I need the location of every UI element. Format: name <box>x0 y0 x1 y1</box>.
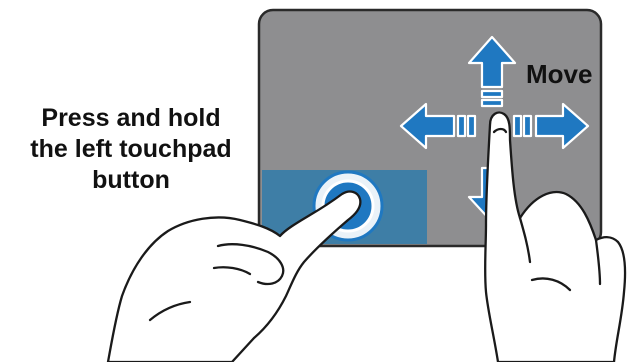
instruction-line-1: Press and hold <box>41 104 221 132</box>
left-hand-pointing-icon <box>106 190 362 362</box>
arrow-right-icon <box>534 102 590 150</box>
instruction-line-2: the left touchpad <box>30 135 232 163</box>
instruction-line-3: button <box>92 166 170 194</box>
arrow-left-dash-1 <box>456 114 467 138</box>
arrow-right-dash-2 <box>512 114 523 138</box>
arrow-left-icon <box>399 102 456 150</box>
move-gesture-label: Move <box>526 59 593 89</box>
right-hand-pointing-icon <box>483 111 627 362</box>
arrow-right-dash-1 <box>522 114 533 138</box>
arrow-up-dash-1 <box>480 89 504 99</box>
arrow-up-dash-2 <box>480 98 504 108</box>
arrow-left-dash-2 <box>466 114 477 138</box>
press-and-hold-instruction: Press and hold the left touchpad button <box>0 103 262 196</box>
arrow-up-icon <box>467 35 517 89</box>
